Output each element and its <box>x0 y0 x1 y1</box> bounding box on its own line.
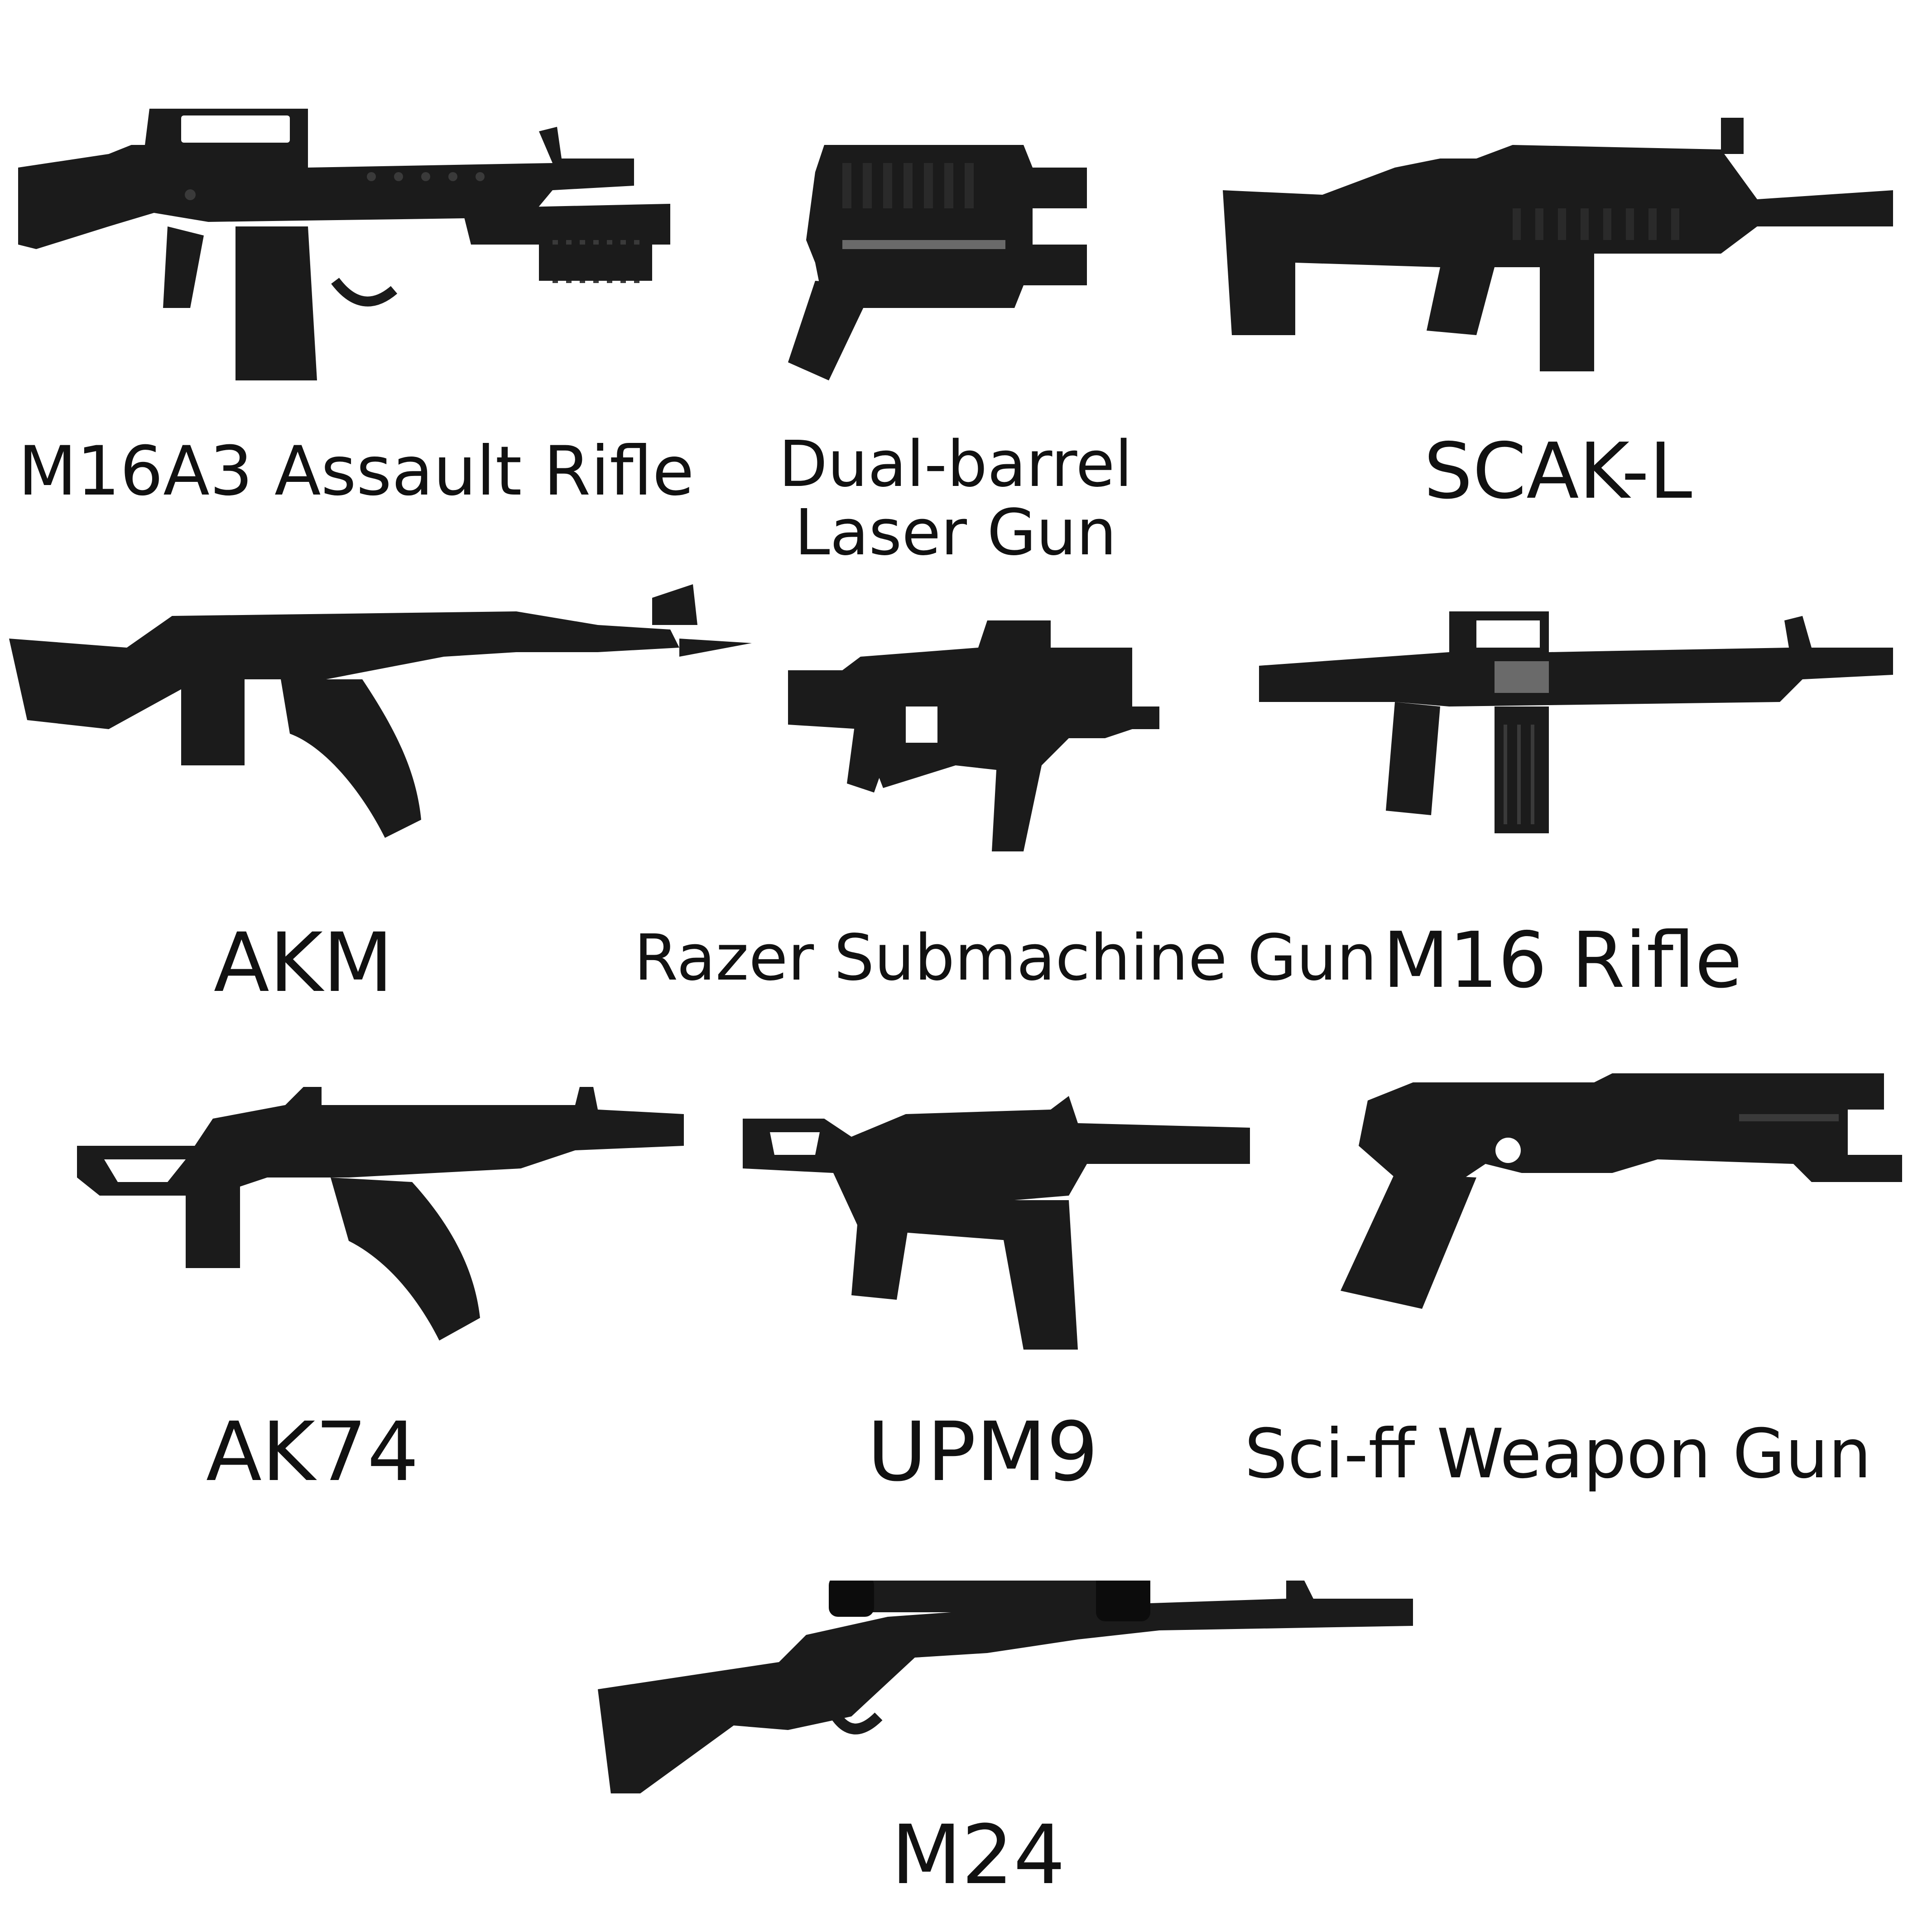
weapon-label-ak74: AK74 <box>206 1405 419 1499</box>
m16a3-assault-rifle-image <box>18 109 670 380</box>
weapon-label-m16a3: M16A3 Assault Rifle <box>18 432 694 511</box>
weapon-label-m16-rifle: M16 Rifle <box>1382 916 1743 1005</box>
weapon-label-m24: M24 <box>891 1808 1066 1903</box>
weapon-label-dual-barrel: Dual-barrel Laser Gun <box>779 428 1133 570</box>
weapon-label-sci-ff: Sci-ff Weapon Gun <box>1244 1415 1872 1494</box>
m24-image <box>598 1581 1413 1793</box>
weapon-label-razer-smg: Razer Submachine Gun <box>634 921 1377 995</box>
weapon-label-scak-l: SCAK-L <box>1423 427 1692 516</box>
ak74-image <box>77 1087 684 1341</box>
akm-image <box>9 584 752 838</box>
weapon-label-akm: AKM <box>213 916 394 1010</box>
dual-barrel-laser-gun-image <box>788 145 1087 380</box>
sci-ff-weapon-gun-image <box>1341 1073 1902 1309</box>
razer-submachine-gun-image <box>788 620 1159 851</box>
upm9-image <box>743 1096 1250 1350</box>
scak-l-image <box>1223 118 1893 371</box>
m16-rifle-image <box>1259 611 1893 833</box>
weapon-label-upm9: UPM9 <box>867 1405 1099 1499</box>
